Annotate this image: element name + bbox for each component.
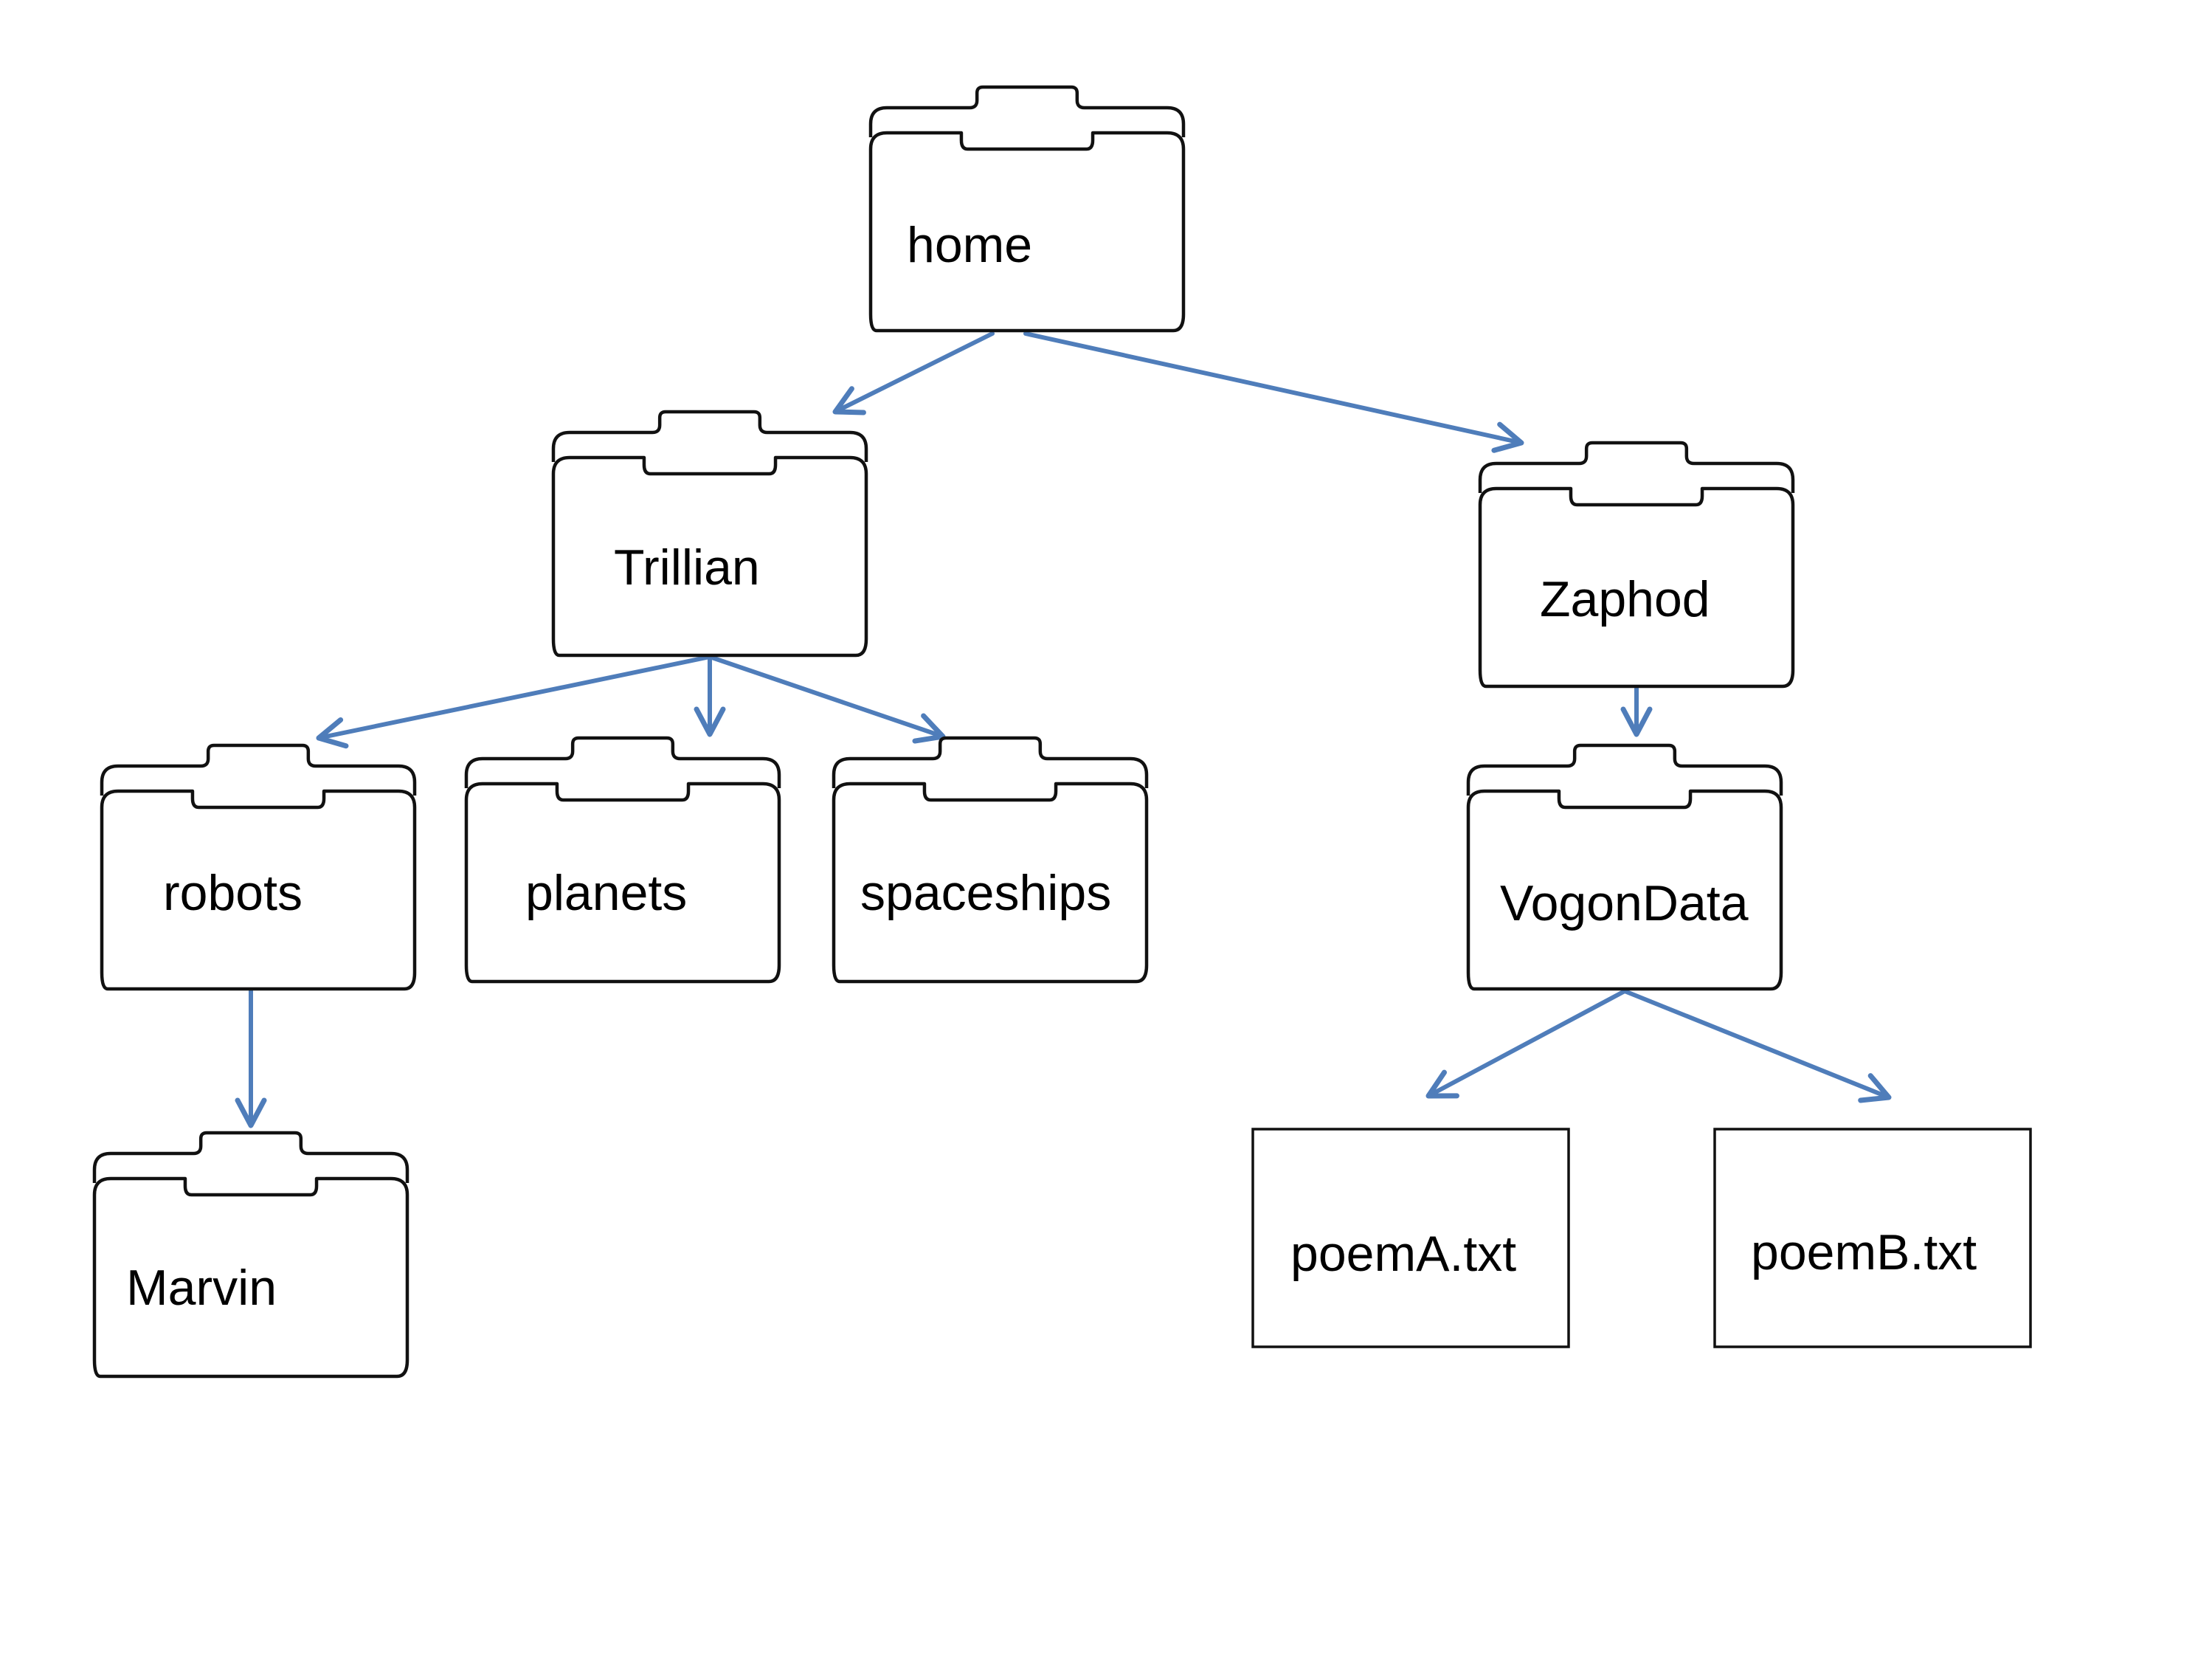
node-label-home: home (907, 217, 1032, 273)
node-label-spaceships: spaceships (860, 865, 1111, 921)
folder-icon (1478, 441, 1795, 689)
edge-arrow-vogondata-to-poema (1425, 989, 1627, 1099)
node-label-robots: robots (163, 865, 303, 921)
node-marvin: Marvin (92, 1131, 409, 1379)
node-label-vogondata: VogonData (1500, 875, 1749, 931)
folder-icon (464, 736, 781, 984)
edge-arrow-vogondata-to-poemb (1622, 989, 1892, 1103)
node-trillian: Trillian (551, 410, 868, 658)
node-label-zaphod: Zaphod (1540, 571, 1710, 627)
folder-front-panel (92, 1176, 409, 1379)
folder-front-panel (1466, 789, 1783, 991)
file-box (1251, 1128, 1570, 1348)
node-planets: planets (464, 736, 781, 984)
folder-icon (1466, 743, 1783, 991)
file-icon (1713, 1128, 2032, 1348)
node-poema: poemA.txt (1251, 1128, 1570, 1348)
edge-arrow-trillian-to-spaceships (708, 655, 946, 744)
edges-layer (235, 331, 1892, 1128)
node-robots: robots (100, 743, 417, 991)
folder-back-panel (868, 85, 1186, 137)
folder-icon (100, 743, 417, 991)
folder-back-panel (1466, 743, 1783, 796)
folder-front-panel (100, 789, 417, 991)
file-icon (1251, 1128, 1570, 1348)
folder-back-panel (92, 1131, 409, 1183)
folder-icon (92, 1131, 409, 1379)
node-spaceships: spaceships (832, 736, 1149, 984)
edge-arrow-home-to-trillian (832, 331, 995, 415)
node-home: home (868, 85, 1186, 333)
node-label-trillian: Trillian (614, 539, 760, 596)
folder-back-panel (551, 410, 868, 462)
folder-back-panel (832, 736, 1149, 788)
folder-back-panel (1478, 441, 1795, 493)
node-label-poemb: poemB.txt (1751, 1224, 1977, 1280)
node-label-planets: planets (525, 865, 687, 921)
node-zaphod: Zaphod (1478, 441, 1795, 689)
folder-icon (551, 410, 868, 658)
folder-front-panel (464, 782, 781, 984)
edge-arrow-home-to-zaphod (1023, 331, 1524, 453)
folder-back-panel (464, 736, 781, 788)
edge-arrow-trillian-to-robots (316, 655, 712, 749)
folder-front-panel (1478, 486, 1795, 689)
node-label-poema: poemA.txt (1290, 1226, 1516, 1282)
folder-icon (868, 85, 1186, 333)
folder-front-panel (551, 455, 868, 658)
folder-front-panel (868, 131, 1186, 333)
folder-back-panel (100, 743, 417, 796)
node-vogondata: VogonData (1466, 743, 1783, 991)
file-box (1713, 1128, 2032, 1348)
node-poemb: poemB.txt (1713, 1128, 2032, 1348)
folder-front-panel (832, 782, 1149, 984)
node-label-marvin: Marvin (126, 1260, 277, 1316)
folder-icon (832, 736, 1149, 984)
